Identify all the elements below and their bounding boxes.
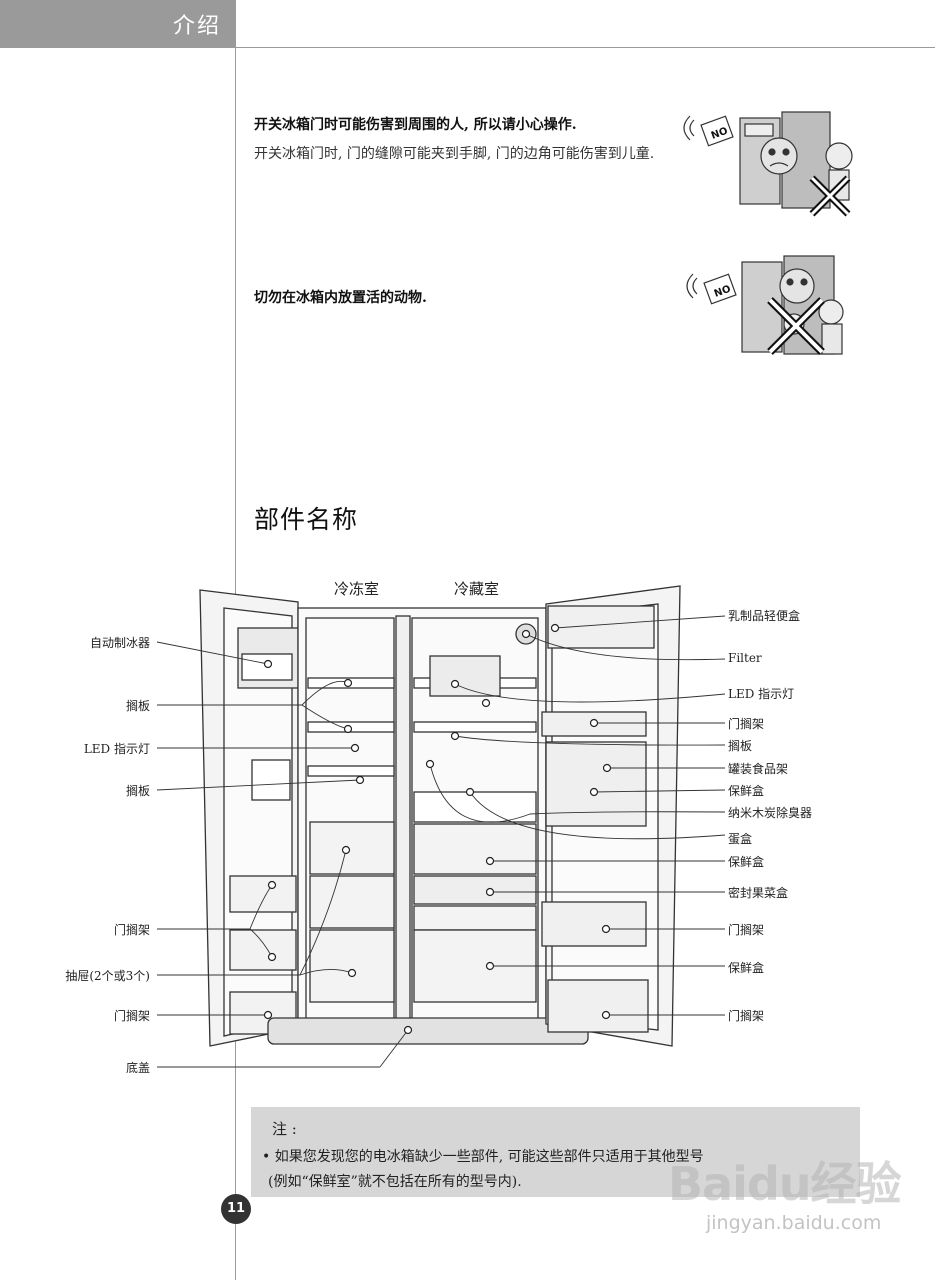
warning-1-body: 开关冰箱门时, 门的缝隙可能夹到手脚, 门的边角可能伤害到儿童. [254,146,655,162]
section-tab: 介绍 [0,0,235,48]
watermark-logo: Baidu经验 [668,1157,902,1211]
label-crisper-3: 保鲜盒 [728,961,765,975]
label-shelf-2: 搁板 [125,784,150,798]
freezer-label: 冷冻室 [334,580,379,598]
note-line-2: (例如“保鲜室”就不包括在所有的型号内). [268,1174,522,1190]
label-sealed-crisper: 密封果菜盒 [728,886,789,900]
fridge-label: 冷藏室 [454,580,499,598]
section-tab-title: 介绍 [172,14,221,39]
label-dairy-bin: 乳制品轻便盒 [728,609,801,623]
label-ice-maker: 自动制冰器 [89,636,150,650]
label-led-left: LED 指示灯 [83,742,150,756]
warning-2-illustration [686,255,844,355]
warning-2-title: 切勿在冰箱内放置活的动物. [254,290,427,306]
label-door-bin-left-2: 门搁架 [113,1009,150,1023]
label-can-rack: 罐装食品架 [728,762,789,776]
label-door-bin-left-1: 门搁架 [113,923,150,937]
note-line-1: • 如果您发现您的电冰箱缺少一些部件, 可能这些部件只适用于其他型号 [262,1149,704,1165]
label-crisper-1: 保鲜盒 [728,784,765,798]
label-crisper-2: 保鲜盒 [728,855,765,869]
header-rule [235,47,935,48]
label-door-bin-right-2: 门搁架 [728,923,765,937]
label-shelf-1: 搁板 [125,699,150,713]
label-led-right: LED 指示灯 [728,687,795,701]
refrigerator-diagram [199,585,681,1047]
parts-section-title: 部件名称 [254,505,359,534]
watermark-url: jingyan.baidu.com [706,1212,882,1234]
callout-dots [263,623,612,1035]
label-deodorizer: 纳米木炭除臭器 [728,806,813,820]
label-egg-box: 蛋盒 [728,832,753,846]
label-door-bin-right-3: 门搁架 [728,1009,765,1023]
warning-1-title: 开关冰箱门时可能伤害到周围的人, 所以请小心操作. [254,117,577,133]
page-number: 11 [221,1194,251,1224]
note-title: 注 : [272,1120,297,1138]
label-shelf-right: 搁板 [728,739,753,753]
label-drawers: 抽屉(2个或3个) [65,969,150,983]
label-base-cover: 底盖 [125,1061,150,1075]
note-box [251,1107,860,1197]
warning-1-illustration [683,111,853,217]
warning-1-no-badge: NO [710,126,730,142]
label-filter: Filter [728,651,762,665]
warning-2-no-badge: NO [713,284,733,300]
label-door-bin-right-1: 门搁架 [728,717,765,731]
